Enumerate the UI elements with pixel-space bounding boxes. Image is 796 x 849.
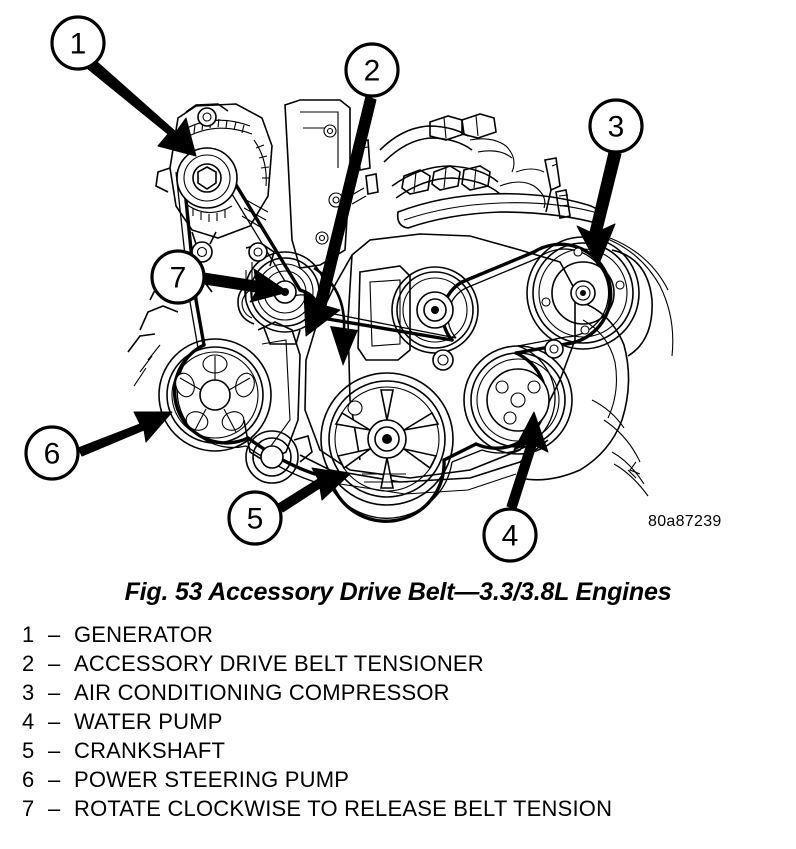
legend-dash: – bbox=[48, 796, 61, 821]
legend-row: 5 – CRANKSHAFT bbox=[0, 738, 796, 767]
legend-number: 4 bbox=[22, 709, 35, 734]
legend-row: 1 – GENERATOR bbox=[0, 622, 796, 651]
callout-6-power-steering-pump[interactable]: 6 bbox=[24, 411, 173, 481]
callout-3-number: 3 bbox=[608, 111, 625, 144]
callout-6-number: 6 bbox=[44, 438, 61, 471]
legend-label: AIR CONDITIONING COMPRESSOR bbox=[74, 680, 450, 705]
callout-2-number: 2 bbox=[364, 55, 381, 88]
power-steering-pump-pulley bbox=[158, 338, 272, 452]
legend-number: 3 bbox=[22, 680, 35, 705]
legend-dash: – bbox=[48, 680, 61, 705]
legend-dash: – bbox=[48, 709, 61, 734]
callout-2-belt-tensioner[interactable]: 2 bbox=[303, 42, 400, 337]
legend-row: 3 – AIR CONDITIONING COMPRESSOR bbox=[0, 680, 796, 709]
callout-7-rotate-clockwise[interactable]: 7 bbox=[150, 249, 289, 305]
legend-row: 6 – POWER STEERING PUMP bbox=[0, 767, 796, 796]
legend-label: POWER STEERING PUMP bbox=[74, 767, 350, 792]
rotation-direction-arrow bbox=[313, 266, 358, 366]
callout-5-number: 5 bbox=[247, 503, 264, 536]
legend-dash: – bbox=[48, 767, 61, 792]
legend-label: ACCESSORY DRIVE BELT TENSIONER bbox=[74, 651, 484, 676]
figure-id-code: 80a87239 bbox=[648, 513, 722, 530]
legend-number: 6 bbox=[22, 767, 35, 792]
legend-row: 7 – ROTATE CLOCKWISE TO RELEASE BELT TEN… bbox=[0, 796, 796, 825]
callout-7-number: 7 bbox=[170, 262, 187, 295]
legend-number: 5 bbox=[22, 738, 35, 763]
callout-4-water-pump[interactable]: 4 bbox=[482, 411, 549, 563]
legend-dash: – bbox=[48, 622, 61, 647]
callout-4-number: 4 bbox=[502, 520, 519, 553]
legend-row: 2 – ACCESSORY DRIVE BELT TENSIONER bbox=[0, 651, 796, 680]
figure-legend: 1 – GENERATOR 2 – ACCESSORY DRIVE BELT T… bbox=[0, 622, 796, 825]
callout-1-generator[interactable]: 1 bbox=[50, 15, 197, 157]
lower-bracket-bushing bbox=[245, 430, 313, 484]
figure-caption: Fig. 53 Accessory Drive Belt—3.3/3.8L En… bbox=[124, 578, 672, 606]
legend-number: 7 bbox=[22, 796, 35, 821]
water-pump-pulley bbox=[463, 345, 573, 455]
callout-1-number: 1 bbox=[70, 28, 87, 61]
legend-row: 4 – WATER PUMP bbox=[0, 709, 796, 738]
legend-dash: – bbox=[48, 738, 61, 763]
engine-belt-illustration: 1 2 3 4 bbox=[24, 15, 722, 563]
legend-label: WATER PUMP bbox=[74, 709, 223, 734]
callout-3-ac-compressor[interactable]: 3 bbox=[576, 98, 644, 267]
legend-label: GENERATOR bbox=[74, 622, 214, 647]
callout-5-crankshaft[interactable]: 5 bbox=[227, 467, 351, 546]
legend-number: 2 bbox=[22, 651, 35, 676]
legend-number: 1 bbox=[22, 622, 35, 647]
crankshaft-pulley bbox=[320, 372, 454, 506]
legend-label: CRANKSHAFT bbox=[74, 738, 226, 763]
generator-assembly bbox=[155, 103, 273, 263]
legend-dash: – bbox=[48, 651, 61, 676]
legend-label: ROTATE CLOCKWISE TO RELEASE BELT TENSION bbox=[74, 796, 613, 821]
idler-pulley bbox=[391, 266, 479, 371]
